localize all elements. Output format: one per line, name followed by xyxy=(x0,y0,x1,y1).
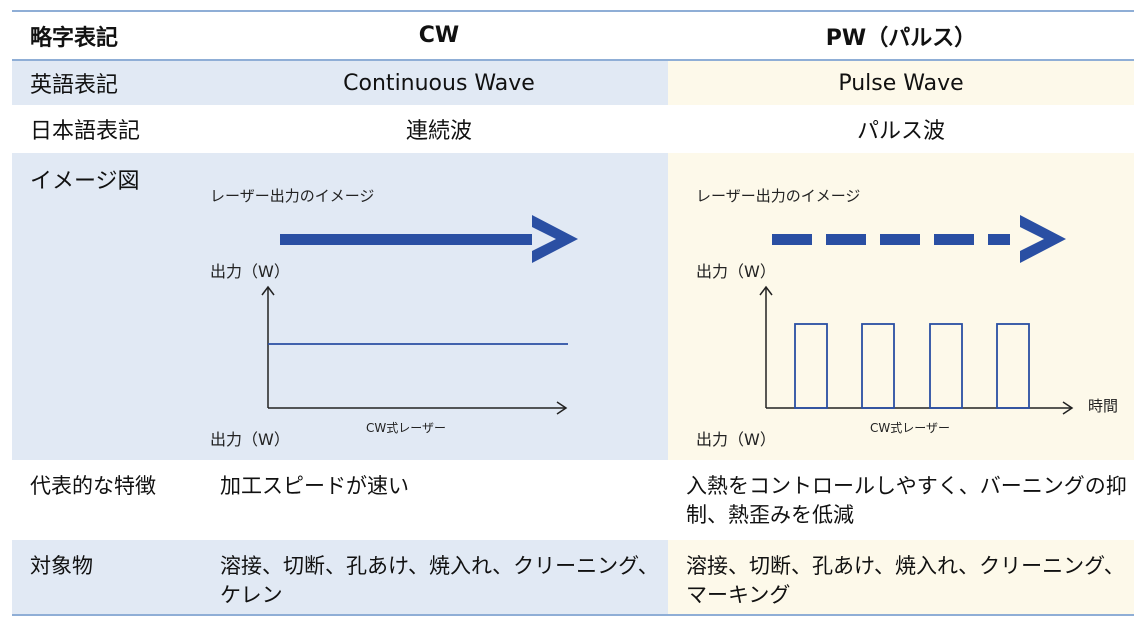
cw-diagram: レーザー出力のイメージ 出力（W） CW式レーザー 出力（W） xyxy=(210,187,578,449)
japanese-row: 日本語表記 連続波 パルス波 xyxy=(12,105,1134,153)
pw-caption: レーザー出力のイメージ xyxy=(696,187,860,205)
header-cw: CW xyxy=(418,23,460,48)
japanese-label: 日本語表記 xyxy=(30,119,141,144)
pw-pulse-1 xyxy=(794,323,828,409)
targets-row: 対象物 溶接、切断、孔あけ、焼入れ、クリーニング、ケレン 溶接、切断、孔あけ、焼… xyxy=(12,540,1134,614)
header-pw: PW（パルス） xyxy=(825,25,977,51)
cw-arrow-shaft xyxy=(280,234,532,245)
cw-x-axis-arrowhead xyxy=(556,401,568,415)
pw-dash-5 xyxy=(988,234,1010,245)
pw-x-label: 時間 xyxy=(1088,397,1118,415)
pw-dash-3 xyxy=(880,234,920,245)
english-cw: Continuous Wave xyxy=(210,61,668,105)
pw-diagram: レーザー出力のイメージ 出力（W） 時間 CW式レーザー 出力（W） xyxy=(696,187,1118,449)
targets-pw: 溶接、切断、孔あけ、焼入れ、クリーニング、マーキング xyxy=(668,540,1134,614)
header-bottom-rule xyxy=(12,59,1134,61)
pw-dash-4 xyxy=(934,234,974,245)
pw-pulse-4 xyxy=(996,323,1030,409)
english-row: 英語表記 Continuous Wave Pulse Wave xyxy=(12,61,1134,105)
japanese-cw: 連続波 xyxy=(405,119,472,144)
pw-pulse-3 xyxy=(929,323,963,409)
features-cw: 加工スピードが速い xyxy=(220,474,409,498)
image-label: イメージ図 xyxy=(12,153,210,460)
pw-arrow-head xyxy=(1020,215,1066,263)
pw-pulse-2 xyxy=(861,323,895,409)
pw-x-axis-arrowhead xyxy=(1062,401,1074,415)
features-label: 代表的な特徴 xyxy=(30,474,156,498)
english-label: 英語表記 xyxy=(12,61,210,105)
pw-dash-1 xyxy=(772,234,812,245)
features-pw: 入熱をコントロールしやすく、バーニングの抑制、熱歪みを低減 xyxy=(686,474,1127,527)
pw-x-caption: CW式レーザー xyxy=(870,421,950,435)
english-pw: Pulse Wave xyxy=(668,61,1134,105)
table-top-rule xyxy=(12,10,1134,12)
cw-arrow-head xyxy=(532,215,578,263)
cw-x-caption: CW式レーザー xyxy=(366,421,446,435)
cw-y-label-top: 出力（W） xyxy=(210,262,290,281)
image-row: イメージ図 レーザー出力のイメージ 出力（W） CW式レーザー 出力（W） レー… xyxy=(12,153,1134,460)
header-label: 略字表記 xyxy=(30,25,119,51)
pw-y-label-bottom: 出力（W） xyxy=(696,430,776,449)
features-row: 代表的な特徴 加工スピードが速い 入熱をコントロールしやすく、バーニングの抑制、… xyxy=(12,460,1134,540)
japanese-pw: パルス波 xyxy=(856,119,945,144)
pw-y-label-top: 出力（W） xyxy=(696,262,776,281)
cw-y-label-bottom: 出力（W） xyxy=(210,430,290,449)
cw-y-axis-arrowhead xyxy=(261,285,275,296)
cw-caption: レーザー出力のイメージ xyxy=(210,187,374,205)
pw-y-axis-arrowhead xyxy=(759,285,773,296)
targets-cw: 溶接、切断、孔あけ、焼入れ、クリーニング、ケレン xyxy=(210,540,668,614)
targets-label: 対象物 xyxy=(12,540,210,614)
table-bottom-rule xyxy=(12,614,1134,616)
pw-diagram-cell: レーザー出力のイメージ 出力（W） 時間 CW式レーザー 出力（W） xyxy=(668,153,1134,460)
cw-diagram-cell: レーザー出力のイメージ 出力（W） CW式レーザー 出力（W） xyxy=(210,153,668,460)
pw-dash-2 xyxy=(826,234,866,245)
header-row: 略字表記 CW PW（パルス） xyxy=(12,12,1134,59)
